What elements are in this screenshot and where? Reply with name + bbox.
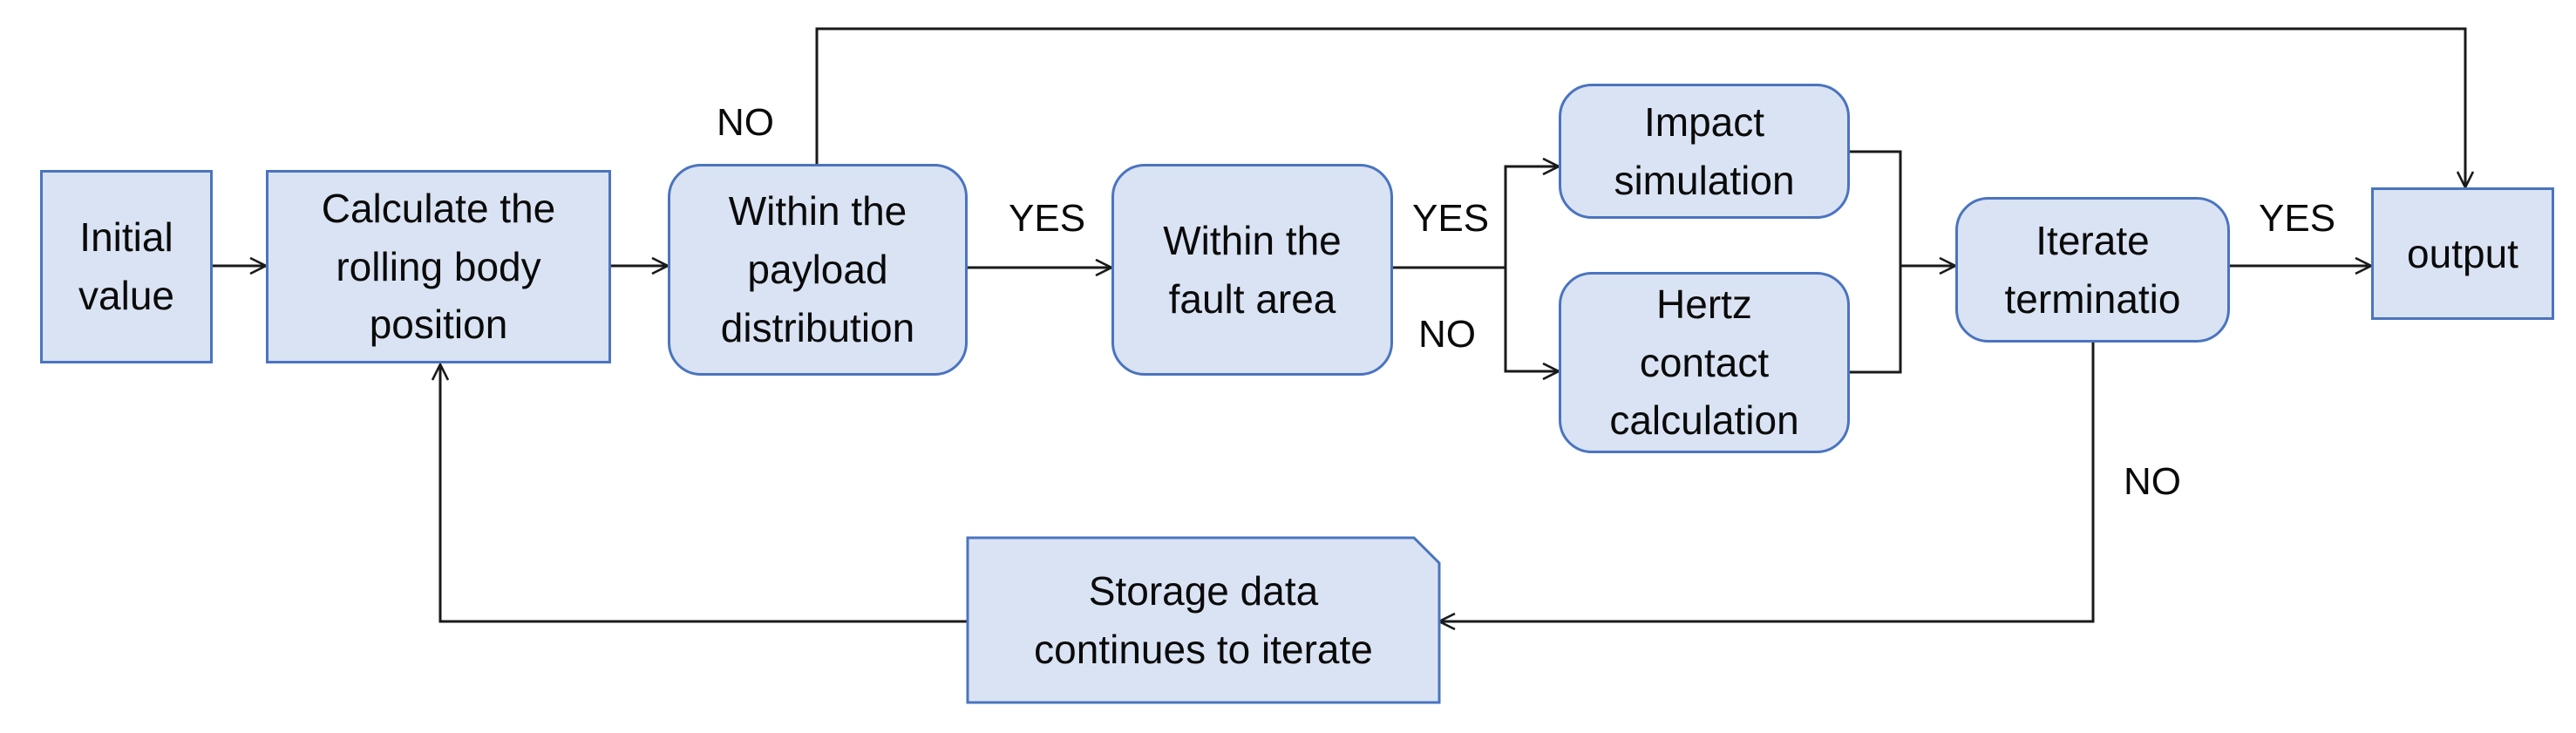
edge-iterate-no-to-storage [1439, 342, 2095, 621]
edge-label-iterate-yes: YES [2259, 197, 2336, 240]
edge-payload-no-to-output [815, 27, 2465, 187]
edge-label-fault-no: NO [1418, 313, 1476, 356]
payload-distribution-node: Within the payload distribution [668, 164, 968, 376]
edge-label-fault-yes: YES [1412, 197, 1490, 240]
impact-simulation-node: Impact simulation [1559, 84, 1850, 219]
storage-data-node: Storage data continues to iterate [1034, 567, 1373, 672]
iterate-termination-node: Iterate terminatio [1955, 197, 2230, 343]
edge-split-to-impact [1504, 166, 1559, 268]
calculate-position-node: Calculate the rolling body position [266, 170, 611, 363]
edge-split-to-hertz [1504, 268, 1559, 371]
output-node: output [2371, 187, 2554, 320]
edge-label-payload-no: NO [717, 101, 774, 144]
storage-node-shape [966, 536, 1441, 704]
edge-label-payload-yes: YES [1009, 197, 1086, 240]
initial-value-node: Initial value [40, 170, 213, 363]
edge-label-iterate-no: NO [2124, 460, 2181, 503]
edge-impact-to-merge [1850, 150, 1902, 374]
edge-storage-to-calculate [440, 364, 968, 623]
hertz-contact-node: Hertz contact calculation [1559, 272, 1850, 453]
fault-area-node: Within the fault area [1111, 164, 1393, 376]
